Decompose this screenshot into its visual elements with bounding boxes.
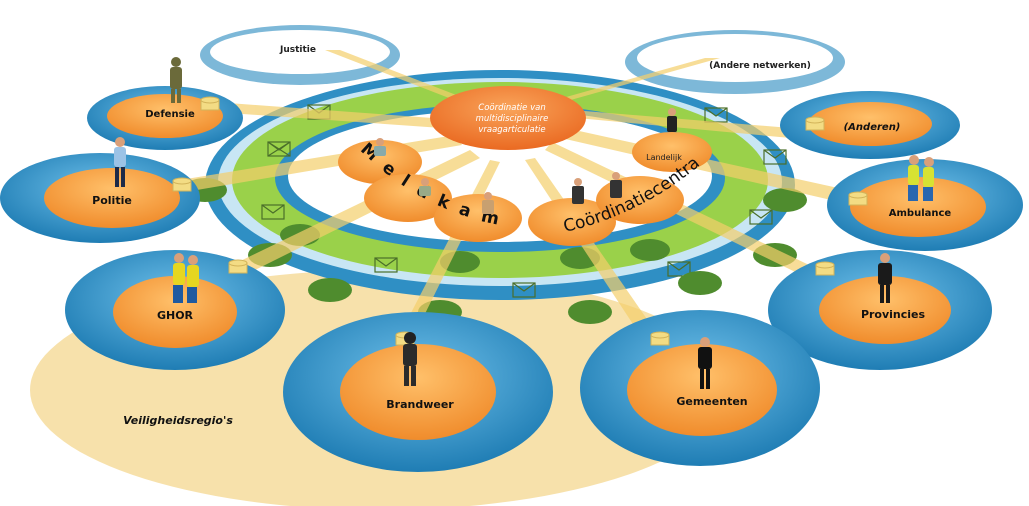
justitie-label: Justitie — [279, 45, 316, 55]
ghor-label: GHOR — [157, 309, 194, 322]
veiligheidsregio-label: Veiligheidsregio's — [123, 414, 233, 427]
soldier-figure — [170, 57, 182, 103]
ghor-figures — [173, 253, 199, 303]
provincies-node[interactable]: Provincies — [768, 250, 992, 370]
person-figures — [114, 57, 934, 389]
meldkamer-figures — [374, 138, 494, 214]
firefighter-figure — [403, 332, 417, 386]
brandweer-node[interactable]: Brandweer — [283, 312, 553, 472]
brandweer-label: Brandweer — [386, 398, 454, 411]
center-line1: Coördinatie van — [478, 103, 545, 113]
mayor-figure — [698, 337, 712, 389]
ghor-node[interactable]: GHOR — [65, 250, 285, 370]
anderen-node[interactable]: (Anderen) — [780, 91, 960, 159]
meldkamer-pods — [338, 140, 522, 242]
gemeenten-label: Gemeenten — [676, 395, 747, 408]
defensie-label: Defensie — [145, 109, 195, 120]
police-figure — [114, 137, 126, 187]
politie-node[interactable]: Politie — [0, 153, 200, 243]
andere-netwerken-node[interactable]: (Andere netwerken) — [625, 30, 845, 94]
businessman-figure — [878, 253, 892, 303]
ambulance-figures — [908, 155, 934, 201]
politie-label: Politie — [92, 194, 132, 207]
andere-netwerken-label: (Andere netwerken) — [709, 61, 811, 71]
envelope-icons — [261, 104, 787, 298]
defensie-node[interactable]: Defensie — [87, 86, 243, 150]
ambulance-label: Ambulance — [889, 208, 952, 219]
landelijk-label: Landelijk — [646, 153, 682, 162]
ambulance-node[interactable]: Ambulance — [827, 159, 1023, 251]
justitie-node[interactable]: Justitie — [200, 25, 400, 85]
provincies-label: Provincies — [861, 308, 926, 321]
center-line3: vraagarticulatie — [478, 125, 545, 135]
cylinder-connectors — [172, 96, 868, 346]
coordinatie-figures — [572, 172, 622, 204]
anderen-figure — [667, 108, 677, 132]
center-line2: multidisciplinaire — [476, 114, 549, 124]
anderen-label: (Anderen) — [844, 122, 901, 133]
center-coordination-node[interactable]: Coördinatie van multidisciplinaire vraag… — [430, 86, 586, 150]
